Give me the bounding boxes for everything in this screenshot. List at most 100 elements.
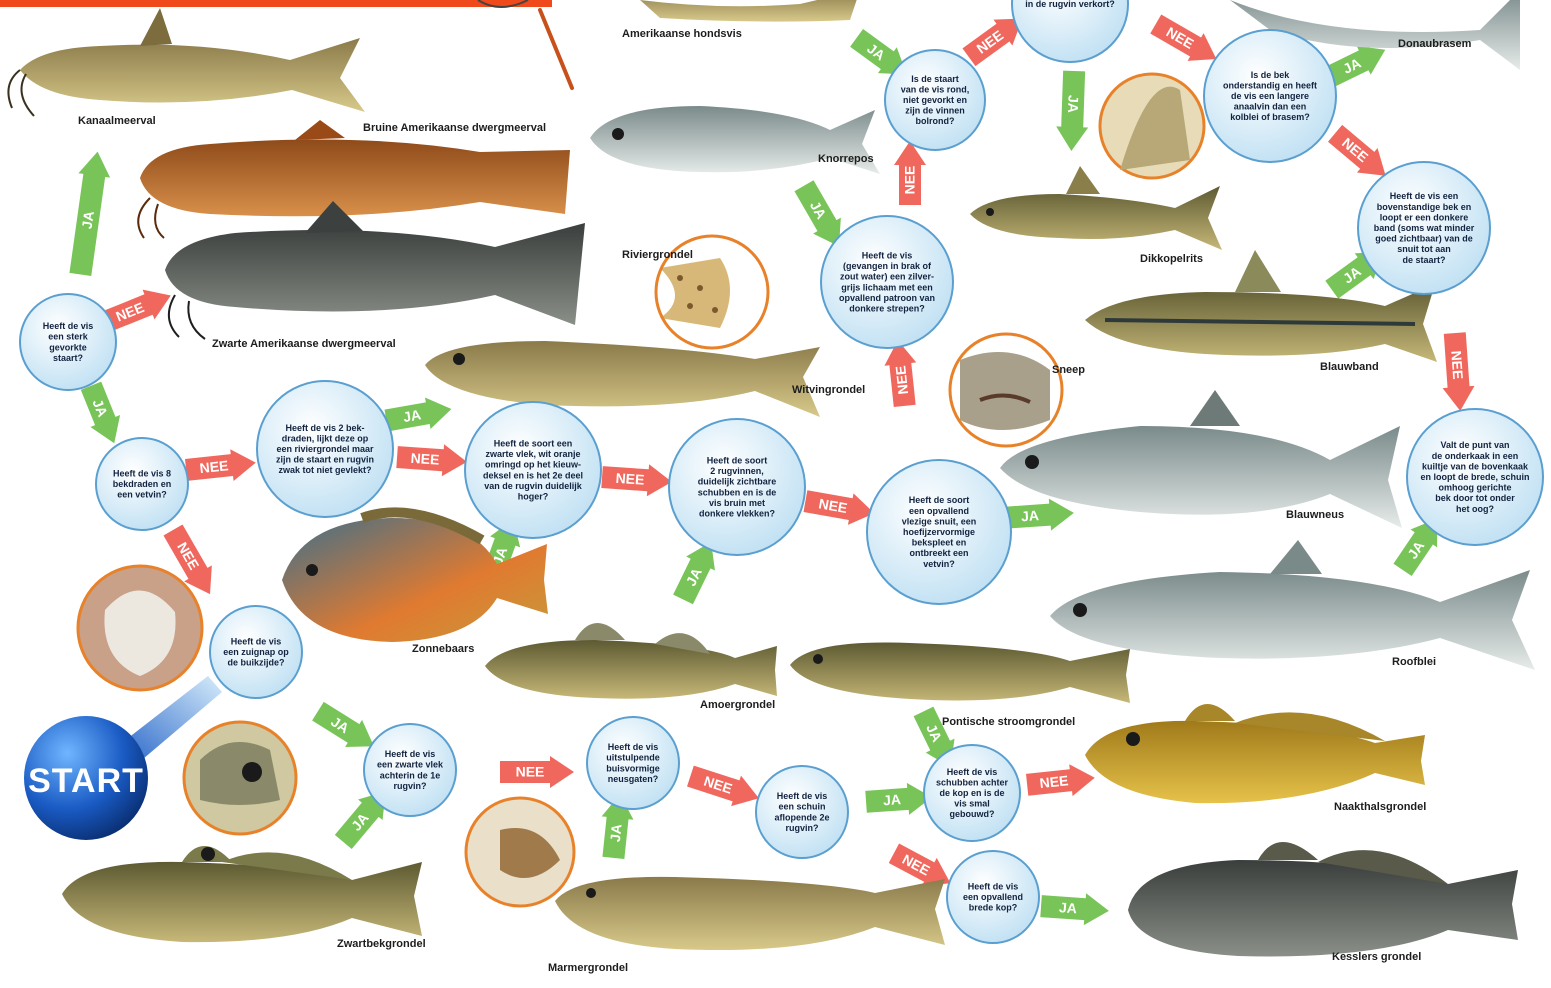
question-line: vlezige snuit, een (902, 516, 977, 526)
species-label-blauwband: Blauwband (1320, 361, 1379, 373)
question-q_mouth_upper: Heeft de vis eenbovenstandige bek enloop… (1358, 162, 1490, 294)
question-q_barbels8: Heeft de vis 8bekdraden eneen vetvin? (96, 438, 188, 530)
question-line: en loopt de brede, schuin (1420, 472, 1529, 482)
question-q_nostrils: Heeft de visuitstulpendebuisvormigeneusg… (587, 717, 679, 809)
arrow-yes-29: JA (865, 781, 933, 818)
question-q_tail_round: Is de staartvan de vis rond,niet gevorkt… (885, 50, 985, 150)
header-banner (0, 0, 552, 7)
arrow-no-label: NEE (902, 166, 918, 195)
question-line: een zwarte vlek (377, 760, 444, 770)
question-line: Heeft de vis een (1390, 191, 1459, 201)
question-line: (gevangen in brak of (843, 261, 932, 271)
fish-naakthalsgrondel (1085, 704, 1425, 803)
question-q_silver: Heeft de vis(gevangen in brak ofzout wat… (821, 216, 953, 348)
question-line: onderstandig en heeft (1223, 80, 1317, 90)
question-line: schubben en is de (698, 487, 777, 497)
question-line: gevorkte (49, 342, 87, 352)
arrow-no-6: NEE (396, 441, 468, 478)
question-line: uitstulpende (606, 753, 660, 763)
question-line: de onderkaak in een (1432, 451, 1519, 461)
species-label-kesslers_grondel: Kesslers grondel (1332, 951, 1421, 963)
species-label-knorrepos: Knorrepos (818, 153, 874, 165)
species-label-amoergrondel: Amoergrondel (700, 699, 775, 711)
question-line: zout water) een zilver- (840, 272, 934, 282)
question-line: rugvin? (786, 823, 819, 833)
arrow-no-3: NEE (184, 447, 257, 486)
question-line: staart? (53, 353, 83, 363)
question-line: het oog? (1456, 504, 1494, 514)
start-label: START (28, 762, 144, 800)
arrow-yes-label: JA (607, 823, 625, 842)
question-q_sloping: Heeft de viseen schuinaflopende 2erugvin… (756, 766, 848, 858)
arrow-yes-label: JA (79, 210, 97, 230)
species-label-sneep: Sneep (1052, 364, 1085, 376)
question-line: band (soms wat minder (1374, 223, 1475, 233)
fish-kesslers-grondel (1128, 842, 1518, 956)
question-q_barbels2: Heeft de vis 2 bek-draden, lijkt deze op… (257, 381, 393, 517)
question-q_mouth_under: Is de bekonderstandig en heeftde vis een… (1204, 30, 1336, 162)
species-label-zwartbekgrondel: Zwartbekgrondel (337, 938, 426, 950)
question-q_suction: Heeft de viseen zuignap opde buikzijde? (210, 606, 302, 698)
question-q_snout: Heeft de soorteen opvallendvlezige snuit… (867, 460, 1011, 604)
question-line: van de rugvin duidelijk (484, 481, 583, 491)
question-line: Is de bek (1251, 70, 1291, 80)
arrow-yes-0: JA (65, 149, 114, 276)
question-line: donkere strepen? (849, 304, 925, 314)
question-line: een riviergrondel maar (276, 444, 374, 454)
question-line: bolrond? (916, 116, 955, 126)
arrow-no-14: NEE (894, 141, 926, 205)
arrow-no-label: NEE (516, 764, 545, 780)
question-line: de staart? (1402, 255, 1445, 265)
question-line: duidelijk zichtbare (698, 477, 777, 487)
arrow-no-label: NEE (410, 450, 440, 468)
question-line: omringd op het kieuw- (485, 460, 581, 470)
question-q_scales: Heeft de visschubben achterde kop en is … (924, 745, 1020, 841)
question-line: neusgaten? (608, 774, 659, 784)
question-q_top_partial: in de rugvin verkort? (1012, 0, 1128, 62)
question-line: Heeft de vis (43, 321, 94, 331)
question-line: een sterk (48, 332, 89, 342)
question-line: een zuignap op (223, 647, 289, 657)
question-q_broad_head: Heeft de viseen opvallendbrede kop? (947, 851, 1039, 943)
question-line: van de vis rond, (901, 84, 970, 94)
question-line: loopt er een donkere (1380, 212, 1469, 222)
fish-zwartbekgrondel (62, 846, 422, 942)
question-line: bekspleet en (912, 538, 967, 548)
arrow-no-label: NEE (892, 365, 911, 395)
species-label-pontische_stroomgrondel: Pontische stroomgrondel (942, 716, 1075, 728)
fish-pontische-stroomgrondel (790, 642, 1130, 703)
question-line: de kop en is de (939, 788, 1004, 798)
question-line: zijn de vinnen (905, 106, 965, 116)
fish-kanaalmeerval (8, 8, 365, 116)
question-line: Heeft de soort een (494, 439, 573, 449)
species-label-blauwneus: Blauwneus (1286, 509, 1344, 521)
arrow-no-label: NEE (1448, 350, 1466, 380)
question-line: een opvallend (963, 892, 1023, 902)
arrow-yes-label: JA (882, 791, 901, 808)
question-bubble (1012, 0, 1128, 62)
question-line: kolblei of brasem? (1230, 112, 1310, 122)
species-label-zwarte_dwergmeerval: Zwarte Amerikaanse dwergmeerval (212, 338, 396, 350)
question-line: opvallend patroon van (839, 293, 935, 303)
question-line: donkere vlekken? (699, 509, 775, 519)
question-line: vetvin? (923, 559, 955, 569)
question-line: anaalvin dan een (1234, 102, 1307, 112)
species-label-zonnebaars: Zonnebaars (412, 643, 474, 655)
question-line: grijs lichaam met een (841, 282, 933, 292)
arrow-yes-label: JA (1059, 899, 1078, 916)
question-line: bovenstandige bek en (1377, 202, 1472, 212)
question-line: Heeft de soort (707, 456, 768, 466)
question-line: gebouwd? (950, 809, 995, 819)
fish-dikkopelrits (970, 166, 1222, 250)
species-label-riviergrondel: Riviergrondel (622, 249, 693, 261)
question-line: in de rugvin verkort? (1025, 0, 1115, 9)
species-label-amerikaanse_hondsvis: Amerikaanse hondsvis (622, 28, 742, 40)
question-line: Heeft de vis (862, 251, 913, 261)
question-line: achterin de 1e (380, 770, 441, 780)
question-line: schubben achter (936, 777, 1009, 787)
question-q_two_dorsal: Heeft de soort2 rugvinnen,duidelijk zich… (669, 419, 805, 555)
question-line: hoger? (518, 492, 549, 502)
arrow-no-22: NEE (1439, 332, 1476, 412)
question-line: brede kop? (969, 903, 1018, 913)
